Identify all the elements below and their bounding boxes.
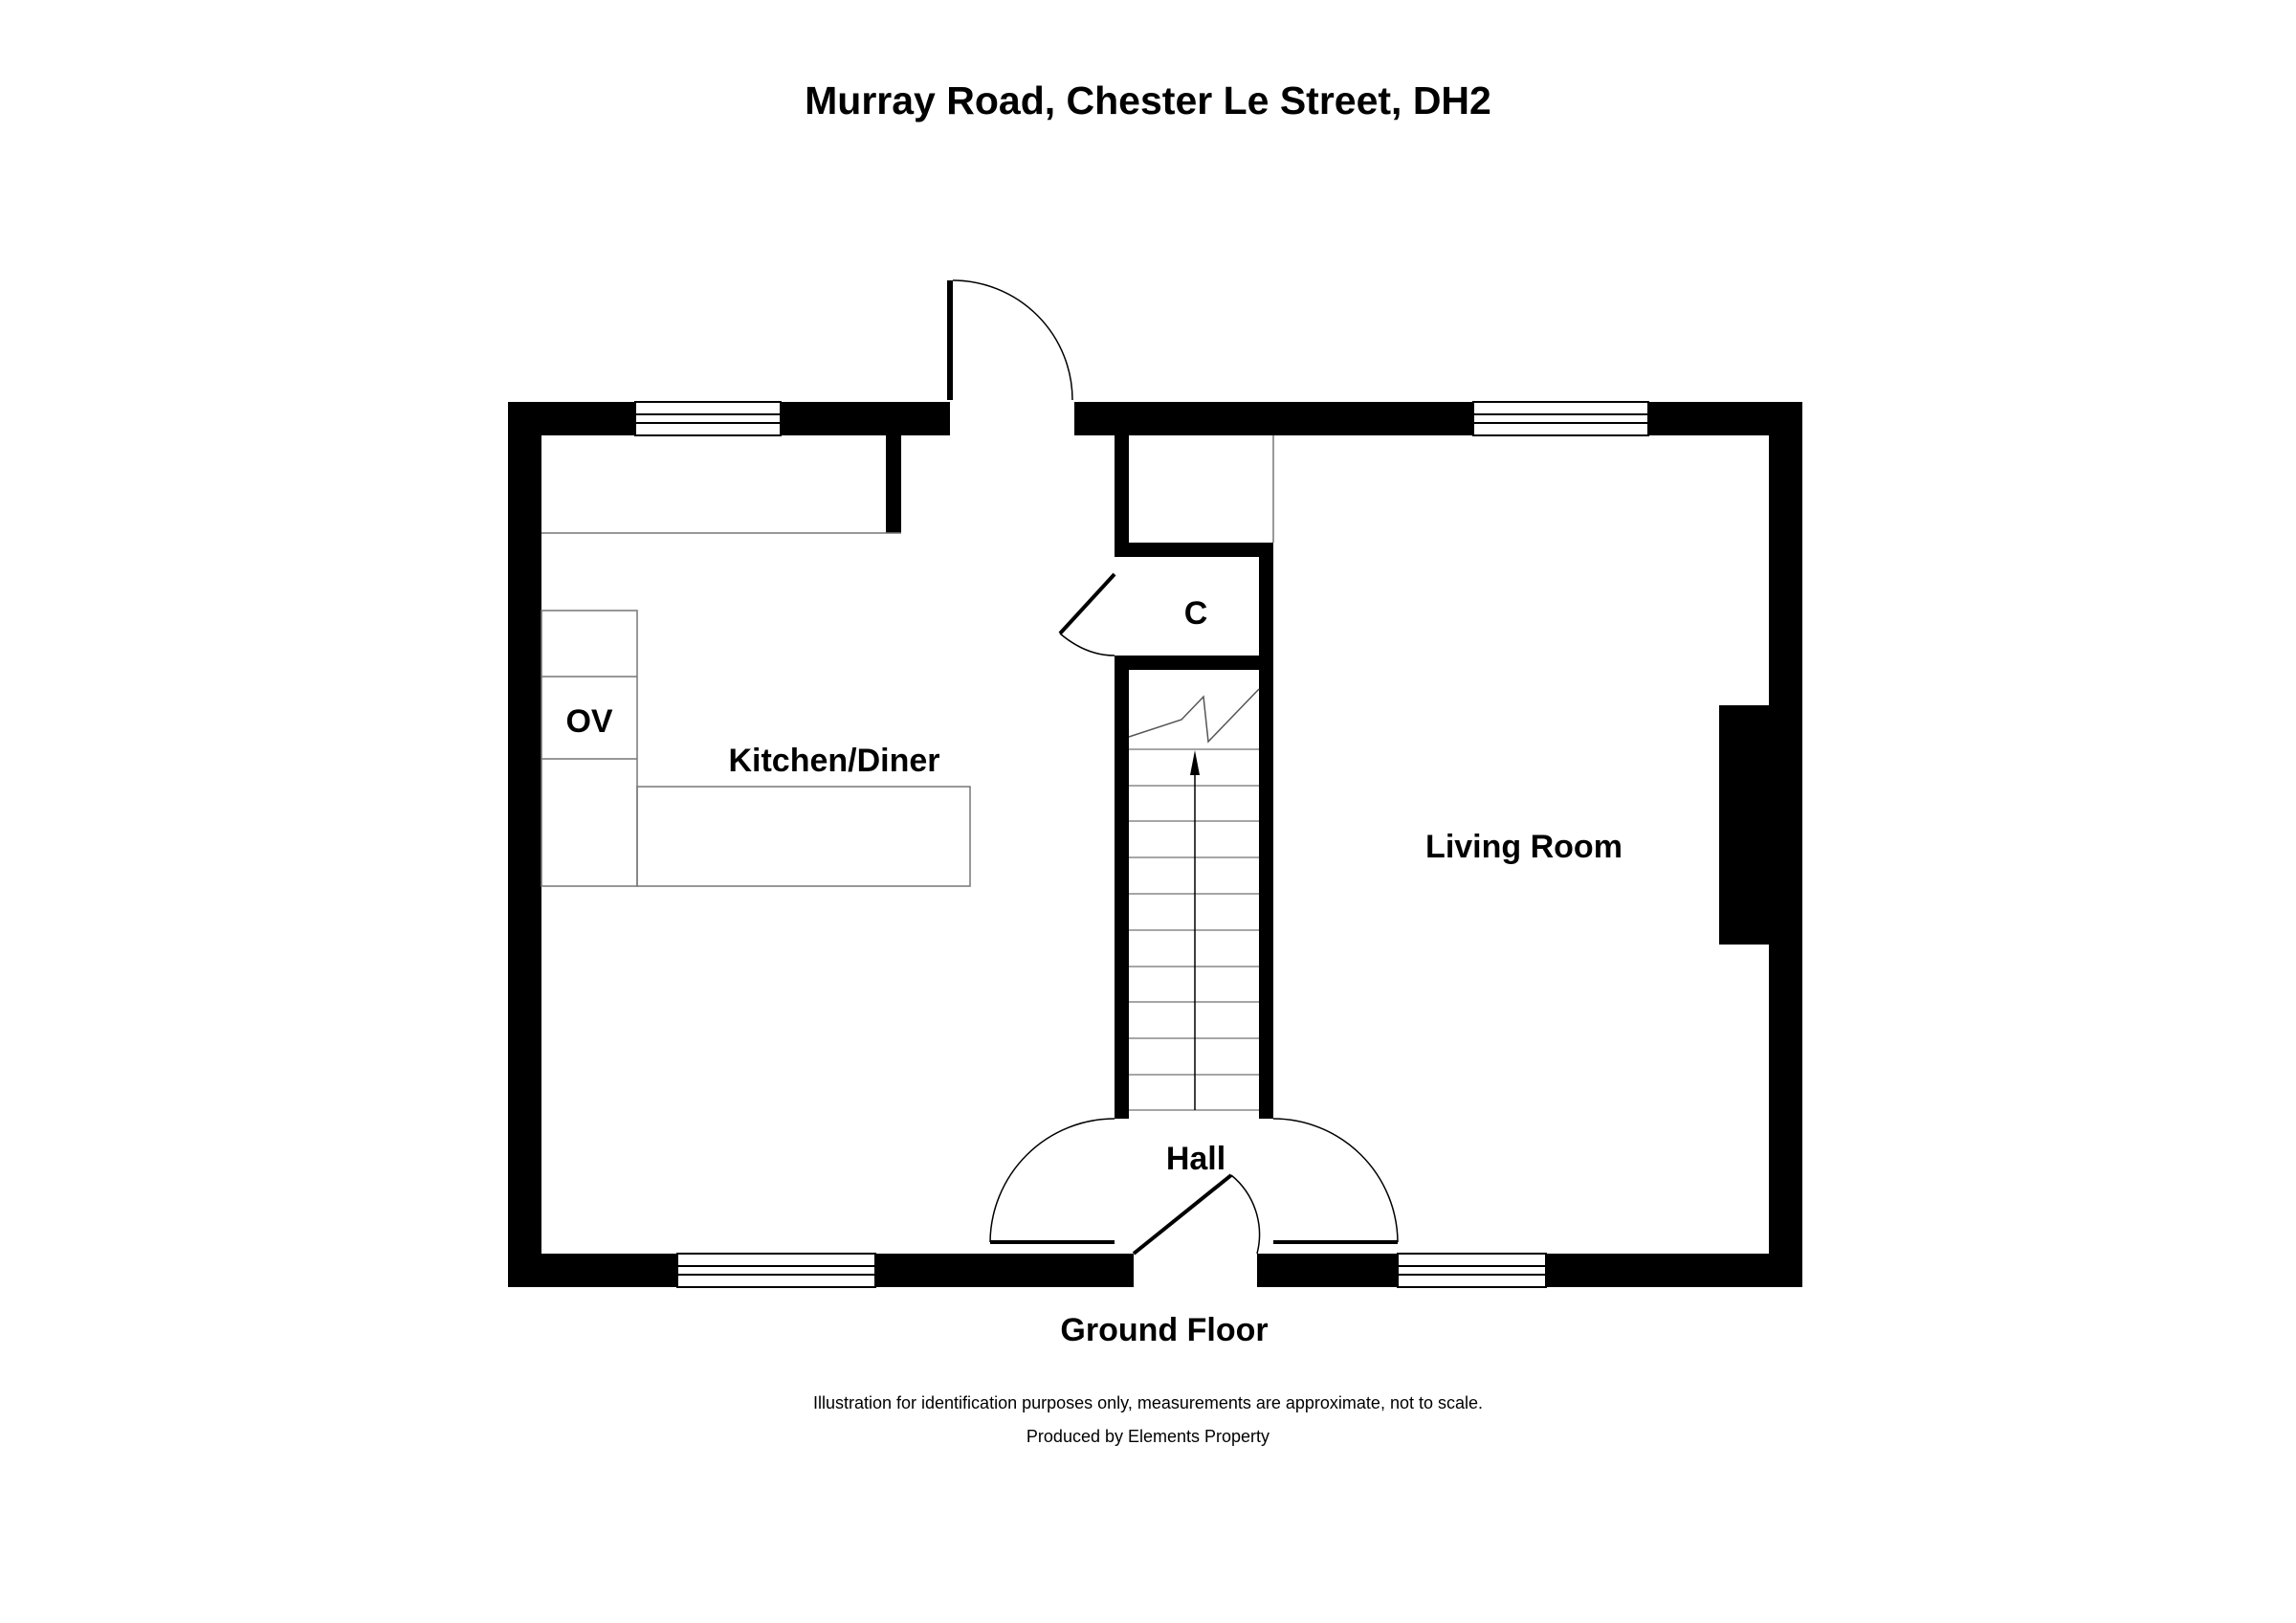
window-kitchen-bottom [676,1253,876,1288]
window-living-top [1472,401,1649,436]
window-living-bottom [1397,1253,1547,1288]
room-label-cupboard: C [1184,595,1208,632]
room-label-hall: Hall [1166,1141,1225,1177]
room-label-oven: OV [565,703,612,740]
staircase [1128,688,1260,1111]
room-label-living: Living Room [1425,829,1623,865]
windows [634,401,1649,1288]
window-kitchen-top [634,401,782,436]
interior-walls [886,435,1769,1119]
floor-label: Ground Floor [1060,1312,1268,1348]
doors [952,279,1399,1256]
producer-text: Produced by Elements Property [1026,1427,1270,1446]
kitchen-units [541,435,1274,887]
floorplan-title: Murray Road, Chester Le Street, DH2 [805,78,1491,122]
disclaimer-text: Illustration for identification purposes… [812,1393,1484,1412]
room-label-kitchen: Kitchen/Diner [728,743,939,779]
